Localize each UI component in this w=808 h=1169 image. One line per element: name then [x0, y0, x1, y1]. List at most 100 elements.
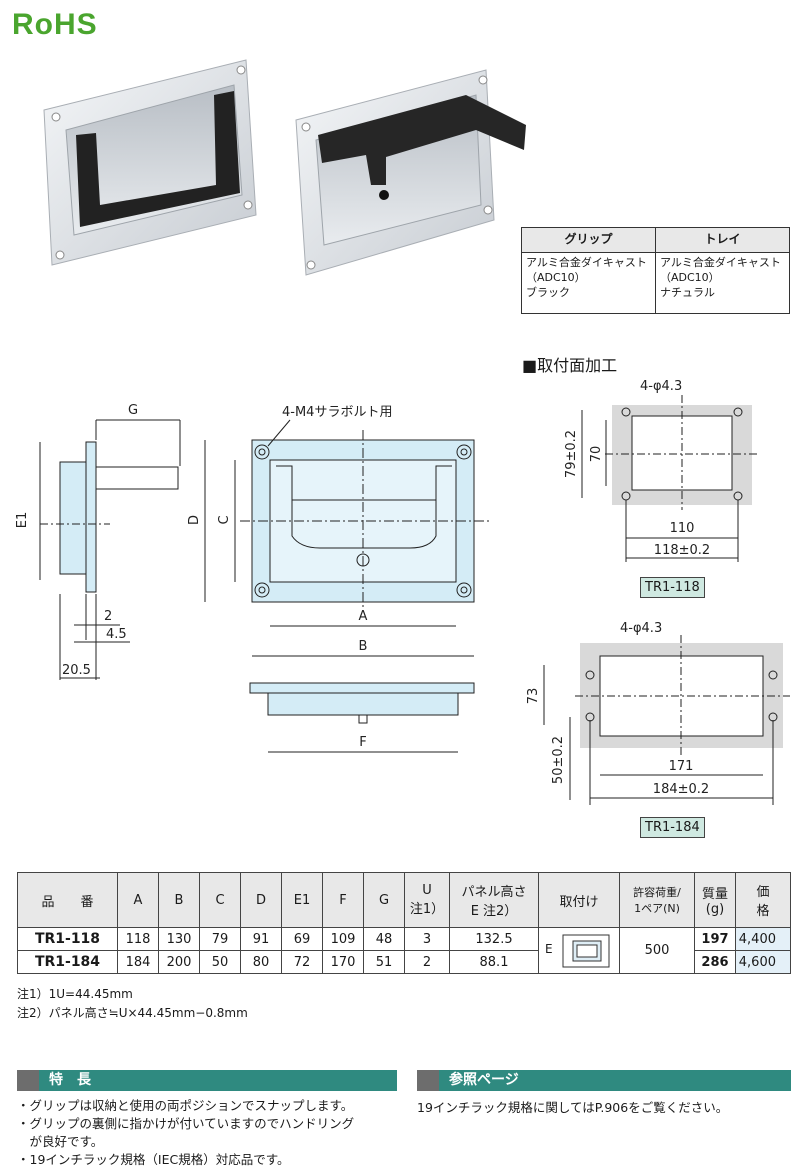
tr184-height-outer: 50±0.2: [551, 736, 566, 784]
notes: 注1）1U=44.45mm 注2）パネル高さ≒U×44.45mm−0.8mm: [17, 985, 248, 1023]
dim-side-2: 2: [104, 609, 112, 624]
row1-f: 109: [322, 927, 364, 951]
section-marker: [17, 1070, 39, 1091]
product-photos: [43, 59, 526, 276]
row1-a: 118: [117, 927, 159, 951]
row2-mass: 286: [694, 950, 736, 974]
row1-c: 79: [199, 927, 241, 951]
photo-deployed: [295, 69, 526, 276]
tr118-height-inner: 70: [589, 446, 604, 463]
feature-item-2: ・グリップの裏側に指かけが付いていますのでハンドリング: [17, 1116, 355, 1131]
row2-e1: 72: [281, 950, 323, 974]
col-mount: 取付け: [538, 872, 620, 928]
col-u: U 注1）: [404, 872, 450, 928]
row1-g: 48: [363, 927, 405, 951]
col-e1: E1: [281, 872, 323, 928]
col-mass-line1: 質量: [701, 887, 728, 902]
reference-title: 参照ページ: [449, 1072, 519, 1088]
col-price: 価 格: [735, 872, 796, 928]
table-row: TR1-118 118 130 79 91 69 109 48 3 132.5 …: [17, 927, 791, 974]
tr184-width-inner: 171: [669, 759, 694, 774]
bolt-label: 4-M4サラボルト用: [282, 405, 392, 420]
col-load-line1: 許容荷重/: [633, 886, 681, 899]
table-row: TR1-184 184 200 50 80 72 170 51 2 88.1 2…: [17, 950, 791, 974]
feature-item-1: ・グリップは収納と使用の両ポジションでスナップします。: [17, 1098, 354, 1113]
tr184-height-inner: 73: [526, 688, 541, 705]
col-b: B: [158, 872, 200, 928]
col-load: 許容荷重/ 1ペア(N): [619, 872, 695, 928]
features-section: 特 長 ・グリップは収納と使用の両ポジションでスナップします。 ・グリップの裏側…: [17, 1070, 397, 1169]
row1-model: TR1-118: [17, 927, 118, 951]
row2-b: 200: [158, 950, 200, 974]
col-model: 品 番: [17, 872, 118, 928]
material-tray-line3: ナチュラル: [660, 286, 715, 299]
tr118-width-outer: 118±0.2: [654, 543, 710, 558]
mount-label: E: [545, 942, 553, 956]
row1-u: 3: [404, 927, 450, 951]
col-panel-line1: パネル高さ: [461, 885, 527, 900]
material-grip-line2: （ADC10）: [526, 271, 586, 284]
row2-model: TR1-184: [17, 950, 118, 974]
col-g: G: [363, 872, 405, 928]
rohs-badge: RoHS: [12, 8, 98, 41]
dim-g: G: [128, 403, 138, 418]
dim-a: A: [359, 609, 368, 624]
features-list: ・グリップは収納と使用の両ポジションでスナップします。 ・グリップの裏側に指かけ…: [17, 1097, 397, 1169]
mount-heading: ■取付面加工: [522, 356, 618, 375]
mount-diagram: E: [538, 927, 620, 974]
dim-c: C: [217, 515, 232, 524]
material-tray-line1: アルミ合金ダイキャスト: [660, 256, 781, 269]
material-table: グリップ トレイ アルミ合金ダイキャスト （ADC10） ブラック アルミ合金ダ…: [521, 227, 790, 314]
col-load-line2: 1ペア(N): [634, 902, 680, 915]
col-a: A: [117, 872, 159, 928]
material-tray: アルミ合金ダイキャスト （ADC10） ナチュラル: [655, 252, 790, 314]
dim-f: F: [359, 735, 366, 750]
reference-section: 参照ページ 19インチラック規格に関してはP.906をご覧ください。: [417, 1070, 791, 1116]
col-c: C: [199, 872, 241, 928]
tr184-width-outer: 184±0.2: [653, 782, 709, 797]
spec-header-row: 品 番 A B C D E1 F G U 注1） パネル高さ E 注2） 取付け…: [17, 872, 796, 928]
col-panel-line2: E 注2）: [470, 904, 518, 919]
dim-e1: E1: [15, 512, 30, 529]
material-header-tray: トレイ: [655, 227, 790, 253]
row1-price: 4,400: [735, 927, 791, 951]
row2-price: 4,600: [735, 950, 791, 974]
tr118-height-outer: 79±0.2: [564, 430, 579, 478]
material-tray-line2: （ADC10）: [660, 271, 720, 284]
tr184-model-label: TR1-184: [640, 817, 705, 838]
load-value: 500: [619, 927, 695, 974]
col-panel: パネル高さ E 注2）: [449, 872, 539, 928]
row2-panel: 88.1: [449, 950, 539, 974]
spec-table: 品 番 A B C D E1 F G U 注1） パネル高さ E 注2） 取付け…: [17, 872, 796, 974]
material-grip-line3: ブラック: [526, 286, 570, 299]
feature-item-3: ・19インチラック規格（IEC規格）対応品です。: [17, 1152, 290, 1167]
note-1: 注1）1U=44.45mm: [17, 987, 133, 1001]
features-title-bar: 特 長: [17, 1070, 397, 1091]
reference-text: 19インチラック規格に関してはP.906をご覧ください。: [417, 1100, 729, 1115]
dim-side-20-5: 20.5: [62, 663, 91, 678]
row2-g: 51: [363, 950, 405, 974]
col-mass: 質量 (g): [694, 872, 736, 928]
dim-side-4-5: 4.5: [106, 627, 127, 642]
col-f: F: [322, 872, 364, 928]
row1-panel: 132.5: [449, 927, 539, 951]
section-marker: [417, 1070, 439, 1091]
row2-a: 184: [117, 950, 159, 974]
col-u-line2: 注1）: [409, 902, 445, 917]
row1-mass: 197: [694, 927, 736, 951]
mount-icon: [562, 934, 610, 967]
row2-c: 50: [199, 950, 241, 974]
row2-f: 170: [322, 950, 364, 974]
row1-d: 91: [240, 927, 282, 951]
material-grip-line1: アルミ合金ダイキャスト: [526, 256, 647, 269]
tr118-width-inner: 110: [670, 521, 695, 536]
row1-b: 130: [158, 927, 200, 951]
row2-d: 80: [240, 950, 282, 974]
note-2: 注2）パネル高さ≒U×44.45mm−0.8mm: [17, 1006, 248, 1020]
reference-title-bar: 参照ページ: [417, 1070, 791, 1091]
tr118-model-label: TR1-118: [640, 577, 705, 598]
col-d: D: [240, 872, 282, 928]
technical-drawing: G E1 2 4.5 20.5 4-M4サラボルト用 D C A B F 4-φ…: [15, 380, 790, 805]
features-title: 特 長: [49, 1072, 91, 1088]
dim-d: D: [187, 515, 202, 525]
